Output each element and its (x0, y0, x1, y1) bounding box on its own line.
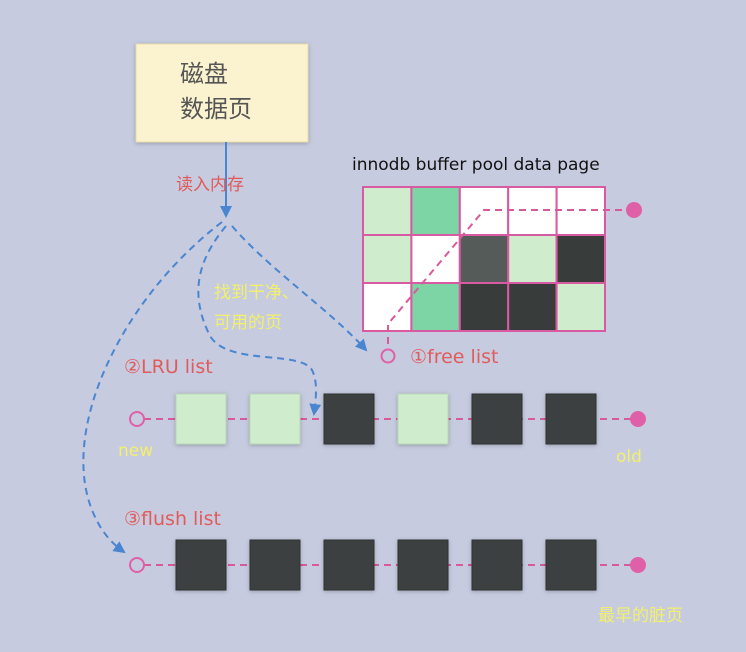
buffer-pool-cell (362, 234, 413, 284)
find-clean-page-line2: 可用的页 (214, 313, 282, 333)
lru-list-label: ②LRU list (124, 356, 213, 378)
buffer-pool-title: innodb buffer pool data page (352, 155, 600, 175)
disk-data-page-box (135, 43, 309, 143)
disk-box-line1: 磁盘 (180, 60, 228, 88)
lru-list-pages (175, 393, 597, 445)
free-list-tail-node (380, 348, 396, 364)
buffer-pool-cell (362, 186, 413, 236)
free-list-head-dot (626, 202, 642, 218)
arrow-to-free-list (231, 225, 368, 352)
dirty-page (545, 539, 597, 591)
buffer-pool-cell (555, 282, 606, 332)
clean-page (175, 393, 227, 445)
dirty-page (397, 539, 449, 591)
buffer-pool-cell (458, 282, 510, 332)
flush-list-pages (175, 539, 597, 591)
buffer-pool-cell (555, 234, 606, 284)
flush-list-label: ③flush list (124, 508, 221, 530)
buffer-pool-cell (410, 234, 461, 284)
lru-list-old-dot (630, 411, 646, 427)
lru-list-new-node (129, 411, 145, 427)
buffer-pool-cell (410, 282, 461, 332)
free-list-path (387, 209, 634, 350)
find-clean-page-line1: 找到干净、 (214, 283, 299, 303)
buffer-pool-cell (410, 186, 461, 236)
dirty-page (471, 539, 523, 591)
dirty-page (323, 393, 375, 445)
buffer-pool-cell (458, 234, 510, 284)
arrow-to-flush-list (82, 221, 223, 554)
buffer-pool-cell (507, 234, 558, 284)
dirty-page (323, 539, 375, 591)
buffer-pool-cell (362, 282, 413, 332)
clean-page (249, 393, 301, 445)
lru-new-label: new (118, 441, 153, 461)
free-list-label: ①free list (410, 346, 498, 368)
flush-list-tail-dot (630, 557, 646, 573)
lru-old-label: old (616, 447, 642, 467)
dirty-page (249, 539, 301, 591)
read-into-memory-label: 读入内存 (176, 175, 244, 195)
dirty-page (545, 393, 597, 445)
dirty-page (471, 393, 523, 445)
dirty-page (175, 539, 227, 591)
disk-box-line2: 数据页 (180, 95, 252, 123)
earliest-dirty-page-label: 最早的脏页 (598, 606, 683, 626)
arrow-to-lru-list (197, 225, 322, 416)
flush-list-head-node (129, 557, 145, 573)
clean-page (397, 393, 449, 445)
buffer-pool-cell (507, 282, 558, 332)
